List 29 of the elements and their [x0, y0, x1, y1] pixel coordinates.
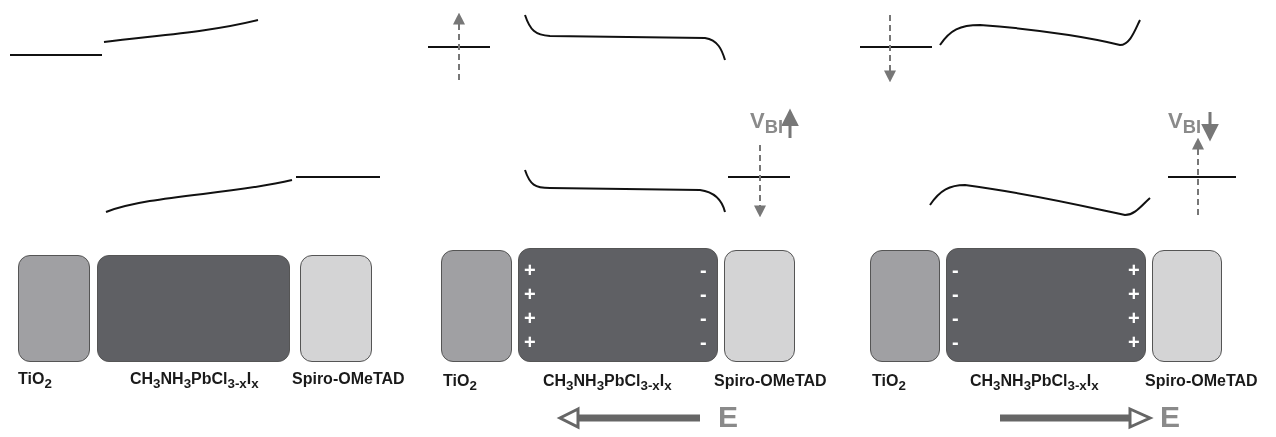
- voltage-label: V$_{BI}$: [750, 108, 784, 139]
- charge-sign: +: [1128, 308, 1140, 328]
- charge-sign: -: [952, 284, 959, 304]
- layer-label: CH$_{3}$NH$_{3}$PbCl$_{3-x}$I$_{x}$: [130, 370, 259, 392]
- layer-label: CH$_{3}$NH$_{3}$PbCl$_{3-x}$I$_{x}$: [543, 372, 672, 394]
- layer-label: Spiro-OMeTAD: [292, 370, 405, 388]
- field-label: E: [1160, 400, 1180, 434]
- charge-sign: -: [952, 332, 959, 352]
- charge-sign: +: [524, 284, 536, 304]
- charge-sign: +: [524, 260, 536, 280]
- layer-label: TiO$_{2}$: [18, 370, 52, 392]
- charge-sign: -: [700, 284, 707, 304]
- field-label: E: [718, 400, 738, 434]
- charge-sign: +: [524, 308, 536, 328]
- layer-label: CH$_{3}$NH$_{3}$PbCl$_{3-x}$I$_{x}$: [970, 372, 1099, 394]
- charge-sign: +: [1128, 284, 1140, 304]
- charge-sign: +: [1128, 332, 1140, 352]
- charge-sign: -: [700, 308, 707, 328]
- charge-sign: -: [700, 332, 707, 352]
- layer-label: Spiro-OMeTAD: [714, 372, 827, 390]
- charge-sign: -: [700, 260, 707, 280]
- voltage-label: V$_{BI}$: [1168, 108, 1202, 139]
- layer-label: Spiro-OMeTAD: [1145, 372, 1258, 390]
- charge-sign: +: [524, 332, 536, 352]
- layer-label: TiO$_{2}$: [872, 372, 906, 394]
- layer-label: TiO$_{2}$: [443, 372, 477, 394]
- charge-sign: -: [952, 260, 959, 280]
- charge-sign: +: [1128, 260, 1140, 280]
- charge-sign: -: [952, 308, 959, 328]
